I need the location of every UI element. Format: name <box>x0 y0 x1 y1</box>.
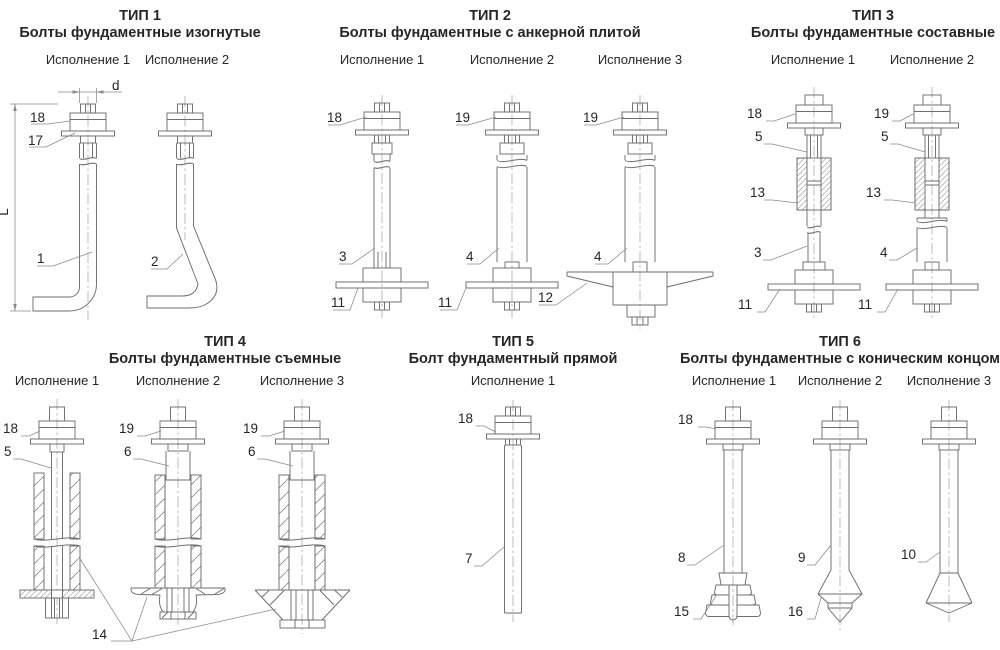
type6-variant1-bolt <box>705 406 761 621</box>
callout-type2-shaft-v3: 4 <box>594 249 602 264</box>
callout-type4-nut-v2: 19 <box>119 421 134 436</box>
type4-title: ТИП 4 <box>204 334 246 350</box>
type3-variant2-label: Исполнение 2 <box>890 52 974 67</box>
callout-type2-shaft-v2: 4 <box>466 249 474 264</box>
type2-variant2-label: Исполнение 2 <box>470 52 554 67</box>
type1-title: ТИП 1 <box>119 8 161 24</box>
type6-variant2-bolt <box>813 406 867 623</box>
type5-variant1-bolt <box>486 406 540 614</box>
callout-type4-nut-v3: 19 <box>243 421 258 436</box>
callout-type6-shaft-v1: 8 <box>678 550 686 565</box>
type2-subtitle: Болты фундаментные с анкерной плитой <box>339 25 640 41</box>
type3-title: ТИП 3 <box>852 8 894 24</box>
type6-variant3-label: Исполнение 3 <box>907 373 991 388</box>
callout-type3-coupling-v1: 13 <box>750 185 765 200</box>
type4-variant3-bolt <box>254 406 351 629</box>
callout-type3-nut-v2: 19 <box>874 106 889 121</box>
callout-type3-coupling-v2: 13 <box>866 185 881 200</box>
callout-type6-nut: 18 <box>678 412 693 427</box>
callout-type2-plate-v2: 11 <box>438 295 452 310</box>
callout-type5-nut: 18 <box>458 411 473 426</box>
type2-variant1-label: Исполнение 1 <box>340 52 424 67</box>
type1-variant2-bolt <box>146 103 218 309</box>
callout-type2-plate-v1: 11 <box>331 295 345 310</box>
callout-type4-rod-v1: 5 <box>4 444 12 459</box>
type4-subtitle: Болты фундаментные съемные <box>109 351 341 367</box>
callout-type4-nut-v1: 18 <box>3 421 18 436</box>
type2-variant1-bolt <box>335 102 429 311</box>
callout-type6-anchor-v1: 15 <box>674 604 689 619</box>
labels: ТИП 1 Болты фундаментные изогнутые Испол… <box>0 8 1000 642</box>
callout-type1-shaft-v2: 2 <box>151 254 159 269</box>
type5-subtitle: Болт фундаментный прямой <box>409 351 618 367</box>
type2-title: ТИП 2 <box>469 8 511 24</box>
dimension-arrows <box>13 90 104 311</box>
callout-type5-shaft: 7 <box>465 551 473 566</box>
type3-variant1-bolt <box>767 94 861 313</box>
callout-type2-nut-v1: 18 <box>327 110 342 125</box>
callout-type1-washer: 17 <box>28 133 43 148</box>
dim-L-label: L <box>0 208 11 216</box>
type6-variant1-label: Исполнение 1 <box>692 373 776 388</box>
callout-type2-shaft-v1: 3 <box>339 249 347 264</box>
callout-type1-nut: 18 <box>30 110 45 125</box>
callout-type1-shaft-v1: 1 <box>37 251 45 266</box>
callout-type3-plate-v2: 11 <box>858 297 872 312</box>
bolt-drawings <box>19 94 979 629</box>
type3-variant1-label: Исполнение 1 <box>771 52 855 67</box>
callout-type2-nut-v2: 19 <box>455 110 470 125</box>
type2-variant3-bolt <box>566 102 714 326</box>
callout-type6-shaft-v2: 9 <box>798 550 806 565</box>
type2-variant3-label: Исполнение 3 <box>598 52 682 67</box>
callout-type4-rod-v2: 6 <box>124 444 132 459</box>
callout-type4-rod-v3: 6 <box>248 444 256 459</box>
dimension-lines <box>10 88 122 312</box>
type1-variant1-label: Исполнение 1 <box>46 52 130 67</box>
type6-subtitle: Болты фундаментные с коническим концом <box>680 351 1000 367</box>
type4-variant1-bolt <box>19 406 95 619</box>
centerlines <box>56 87 950 634</box>
type6-title: ТИП 6 <box>819 334 861 350</box>
leader-lines <box>13 113 941 642</box>
callout-type3-shaft-v1: 3 <box>754 245 762 260</box>
type3-variant2-bolt <box>885 94 979 313</box>
type1-variant1-bolt <box>32 103 115 312</box>
callout-type2-nut-v3: 19 <box>583 110 598 125</box>
type5-variant1-label: Исполнение 1 <box>471 373 555 388</box>
type4-variant2-bolt <box>130 406 226 620</box>
type6-variant2-label: Исполнение 2 <box>798 373 882 388</box>
type1-subtitle: Болты фундаментные изогнутые <box>19 25 260 41</box>
callout-type3-stud-v1: 5 <box>755 129 763 144</box>
type4-variant2-label: Исполнение 2 <box>136 373 220 388</box>
type4-variant3-label: Исполнение 3 <box>260 373 344 388</box>
dim-d-label: d <box>112 78 120 93</box>
callout-type3-shaft-v2: 4 <box>880 245 888 260</box>
callout-type6-anchor-v2: 16 <box>788 604 803 619</box>
callout-type3-nut-v1: 18 <box>747 106 762 121</box>
type3-subtitle: Болты фундаментные составные <box>751 25 995 41</box>
callout-type6-shaft-v3: 10 <box>901 547 916 562</box>
type1-variant2-label: Исполнение 2 <box>145 52 229 67</box>
type6-variant3-bolt <box>922 406 976 614</box>
callout-type2-plate-v3: 12 <box>538 290 553 305</box>
type5-title: ТИП 5 <box>492 334 534 350</box>
type2-variant2-bolt <box>465 102 559 311</box>
callout-type4-anchor: 14 <box>92 627 108 642</box>
callout-type3-stud-v2: 5 <box>881 129 889 144</box>
type4-variant1-label: Исполнение 1 <box>15 373 99 388</box>
callout-type3-plate-v1: 11 <box>738 297 752 312</box>
